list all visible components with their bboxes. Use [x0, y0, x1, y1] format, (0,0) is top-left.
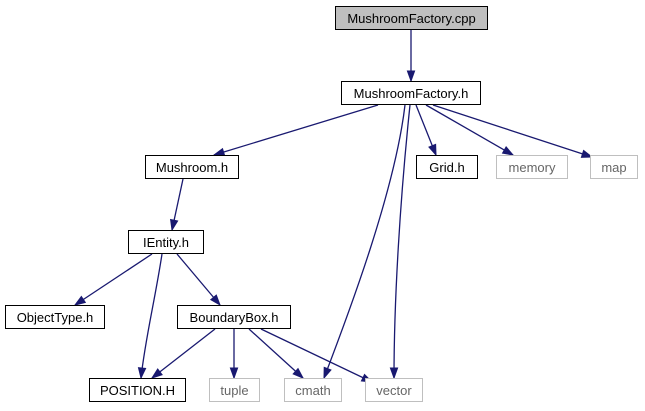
node-position-h[interactable]: POSITION.H	[89, 378, 186, 402]
node-cmath[interactable]: cmath	[284, 378, 342, 402]
node-label: POSITION.H	[99, 382, 176, 398]
edge-ientity_h-to-position_h	[140, 253, 163, 379]
node-label: MushroomFactory.cpp	[347, 10, 476, 26]
arrowhead-icon	[292, 367, 305, 379]
node-label: vector	[376, 382, 412, 398]
edge-ientity_h-to-objecttype_h	[74, 253, 153, 306]
arrowhead-icon	[73, 295, 87, 306]
arrowhead-icon	[229, 367, 239, 380]
arrowhead-icon	[209, 294, 221, 307]
arrowhead-icon	[169, 218, 179, 232]
edge-mushroomfactory_h-to-map	[432, 104, 593, 158]
node-label: Grid.h	[429, 159, 465, 175]
edge-boundarybox_h-to-position_h	[151, 328, 216, 379]
node-map[interactable]: map	[590, 155, 638, 179]
arrowhead-icon	[150, 368, 163, 379]
node-label: IEntity.h	[142, 234, 189, 250]
node-label: Mushroom.h	[155, 159, 229, 175]
node-ientity-h[interactable]: IEntity.h	[128, 230, 204, 254]
node-label: memory	[508, 159, 556, 175]
arrowhead-icon	[137, 367, 147, 380]
node-label: ObjectType.h	[16, 309, 94, 325]
edge-mushroomfactory_h-to-vector	[393, 104, 411, 379]
node-mushroom-h[interactable]: Mushroom.h	[145, 155, 239, 179]
edge-boundarybox_h-to-cmath	[248, 328, 304, 379]
node-objecttype-h[interactable]: ObjectType.h	[5, 305, 105, 329]
arrowhead-icon	[580, 149, 594, 158]
node-label: cmath	[295, 382, 331, 398]
arrowhead-icon	[323, 366, 332, 380]
node-grid-h[interactable]: Grid.h	[416, 155, 478, 179]
node-memory[interactable]: memory	[496, 155, 568, 179]
edge-mushroomfactory_h-to-cmath	[323, 104, 406, 379]
node-vector[interactable]: vector	[365, 378, 423, 402]
edge-ientity_h-to-boundarybox_h	[176, 253, 221, 306]
arrowhead-icon	[406, 70, 416, 83]
node-label: MushroomFactory.h	[353, 85, 469, 101]
node-label: tuple	[220, 382, 249, 398]
arrowhead-icon	[389, 367, 399, 380]
edge-layer	[73, 30, 594, 383]
arrowhead-icon	[428, 143, 437, 157]
arrowhead-icon	[501, 146, 515, 156]
edge-mushroomfactory_h-to-memory	[425, 104, 514, 156]
node-tuple[interactable]: tuple	[209, 378, 260, 402]
node-mushroomfactory-cpp[interactable]: MushroomFactory.cpp	[335, 6, 488, 30]
node-label: BoundaryBox.h	[189, 309, 279, 325]
edge-mushroomfactory_h-to-mushroom_h	[213, 104, 379, 156]
node-boundarybox-h[interactable]: BoundaryBox.h	[177, 305, 291, 329]
node-mushroomfactory-h[interactable]: MushroomFactory.h	[341, 81, 481, 105]
edge-boundarybox_h-to-vector	[260, 328, 373, 383]
node-label: map	[601, 159, 627, 175]
